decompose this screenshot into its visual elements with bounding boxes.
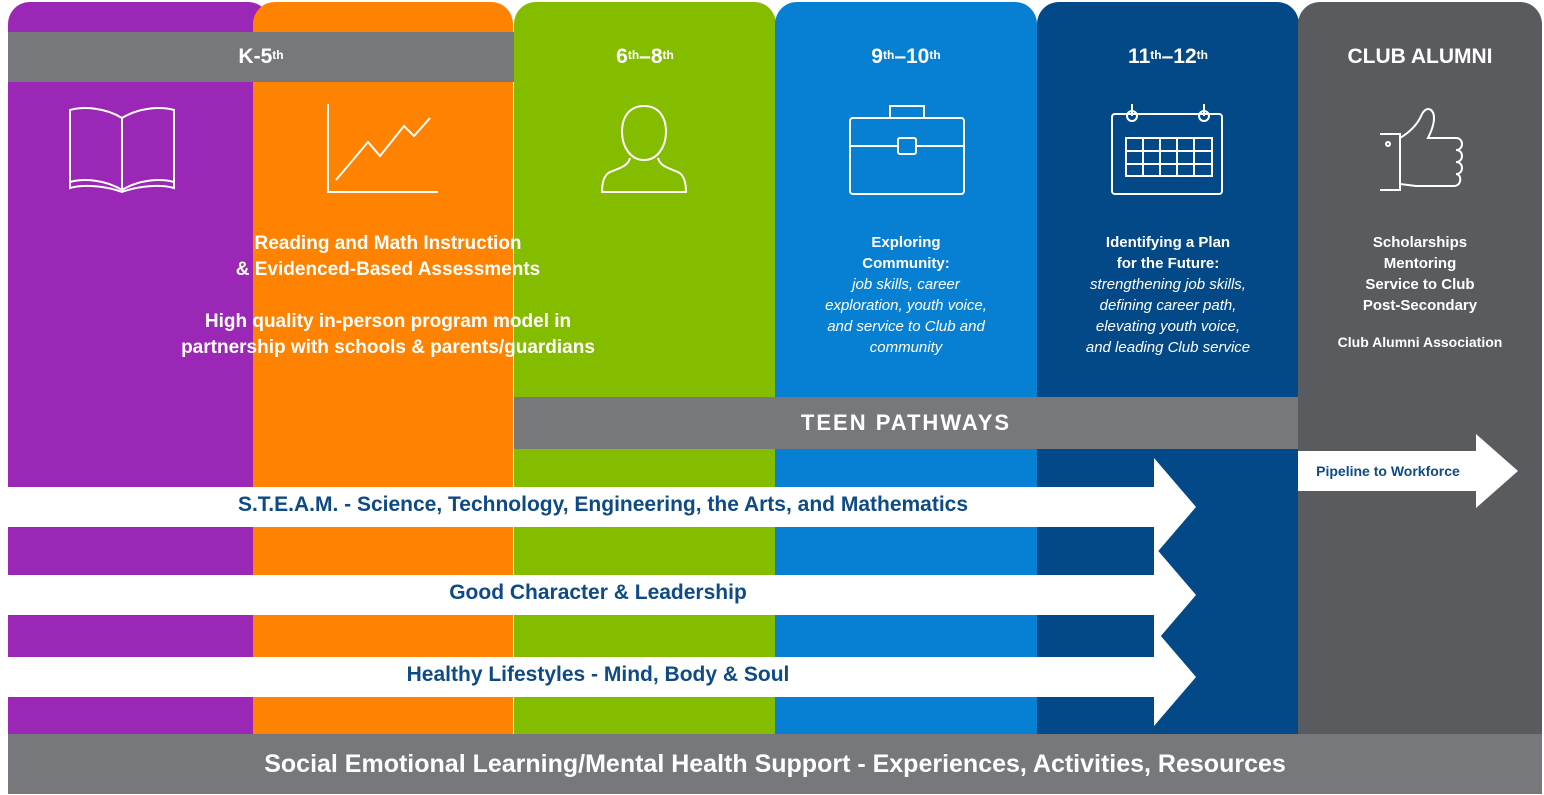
header-ms-end-sup: th bbox=[662, 48, 674, 62]
header-910-start-sup: th bbox=[882, 48, 895, 62]
header-1112-dash: – bbox=[1161, 45, 1174, 68]
elementary-line-4: partnership with schools & parents/guard… bbox=[181, 337, 595, 358]
pipeline-arrow bbox=[1298, 434, 1518, 508]
header-910-end: 10 bbox=[906, 45, 930, 68]
grades-9-10-description: Exploring Community: job skills, career … bbox=[775, 232, 1037, 358]
alumni-association: Club Alumni Association bbox=[1337, 334, 1503, 350]
g910-italic-4: community bbox=[869, 339, 943, 356]
alumni-line-1: Scholarships bbox=[1372, 234, 1468, 251]
elementary-description: Reading and Math Instruction & Evidenced… bbox=[8, 231, 768, 361]
g910-italic-1: job skills, career bbox=[852, 276, 960, 293]
steam-label: S.T.E.A.M. - Science, Technology, Engine… bbox=[237, 493, 969, 516]
healthy-label: Healthy Lifestyles - Mind, Body & Soul bbox=[406, 663, 790, 686]
g1112-title-2: for the Future: bbox=[1116, 255, 1220, 272]
alumni-line-2: Mentoring bbox=[1383, 255, 1457, 272]
alumni-description: Scholarships Mentoring Service to Club P… bbox=[1298, 232, 1542, 353]
character-arrow bbox=[8, 546, 1196, 644]
header-1112-end: 12 bbox=[1173, 45, 1197, 68]
pipeline-label: Pipeline to Workforce bbox=[1316, 463, 1460, 479]
line-chart-icon bbox=[327, 104, 438, 193]
g910-title-2: Community: bbox=[862, 255, 950, 272]
header-k5-sup: th bbox=[272, 48, 284, 62]
header-ms-end: 8 bbox=[650, 45, 663, 68]
header-club-alumni: CLUB ALUMNI bbox=[1347, 45, 1493, 68]
header-ms-start: 6 bbox=[616, 45, 628, 68]
g1112-italic-4: and leading Club service bbox=[1085, 339, 1251, 356]
steam-arrow bbox=[8, 458, 1196, 556]
elementary-line-3: High quality in-person program model in bbox=[204, 311, 572, 332]
footer-sel-bar: Social Emotional Learning/Mental Health … bbox=[8, 734, 1542, 794]
grades-11-12-description: Identifying a Plan for the Future: stren… bbox=[1037, 232, 1299, 358]
header-1112-end-sup: th bbox=[1196, 48, 1208, 62]
person-icon bbox=[600, 104, 688, 193]
alumni-line-4: Post-Secondary bbox=[1362, 297, 1478, 314]
book-icon bbox=[69, 107, 175, 194]
thumbs-up-icon bbox=[1380, 108, 1463, 191]
teen-pathways-bar: TEEN PATHWAYS bbox=[514, 397, 1298, 449]
column-club-alumni bbox=[1298, 2, 1542, 734]
header-k5-label: K-5 bbox=[238, 45, 273, 68]
g910-italic-2: exploration, youth voice, bbox=[825, 297, 987, 314]
header-ms-start-sup: th bbox=[627, 48, 640, 62]
k5-header-bar bbox=[8, 32, 514, 82]
header-ms-dash: – bbox=[639, 45, 651, 68]
elementary-line-2: & Evidenced-Based Assessments bbox=[235, 259, 541, 280]
header-910-start: 9 bbox=[871, 45, 883, 68]
calendar-icon bbox=[1111, 104, 1223, 195]
character-label: Good Character & Leadership bbox=[449, 581, 747, 604]
g1112-title-1: Identifying a Plan bbox=[1105, 234, 1231, 251]
g910-italic-3: and service to Club and bbox=[827, 318, 985, 335]
healthy-arrow bbox=[8, 628, 1196, 726]
header-910-dash: – bbox=[894, 45, 906, 68]
header-910-end-sup: th bbox=[929, 48, 941, 62]
briefcase-icon bbox=[849, 105, 965, 195]
g910-title-1: Exploring bbox=[871, 234, 941, 251]
alumni-line-3: Service to Club bbox=[1365, 276, 1475, 293]
header-1112-start: 11 bbox=[1128, 45, 1151, 68]
g1112-italic-2: defining career path, bbox=[1099, 297, 1237, 314]
elementary-line-1: Reading and Math Instruction bbox=[254, 233, 522, 254]
g1112-italic-1: strengthening job skills, bbox=[1090, 276, 1246, 293]
header-1112-start-sup: th bbox=[1150, 48, 1162, 62]
g1112-italic-3: elevating youth voice, bbox=[1095, 318, 1241, 335]
